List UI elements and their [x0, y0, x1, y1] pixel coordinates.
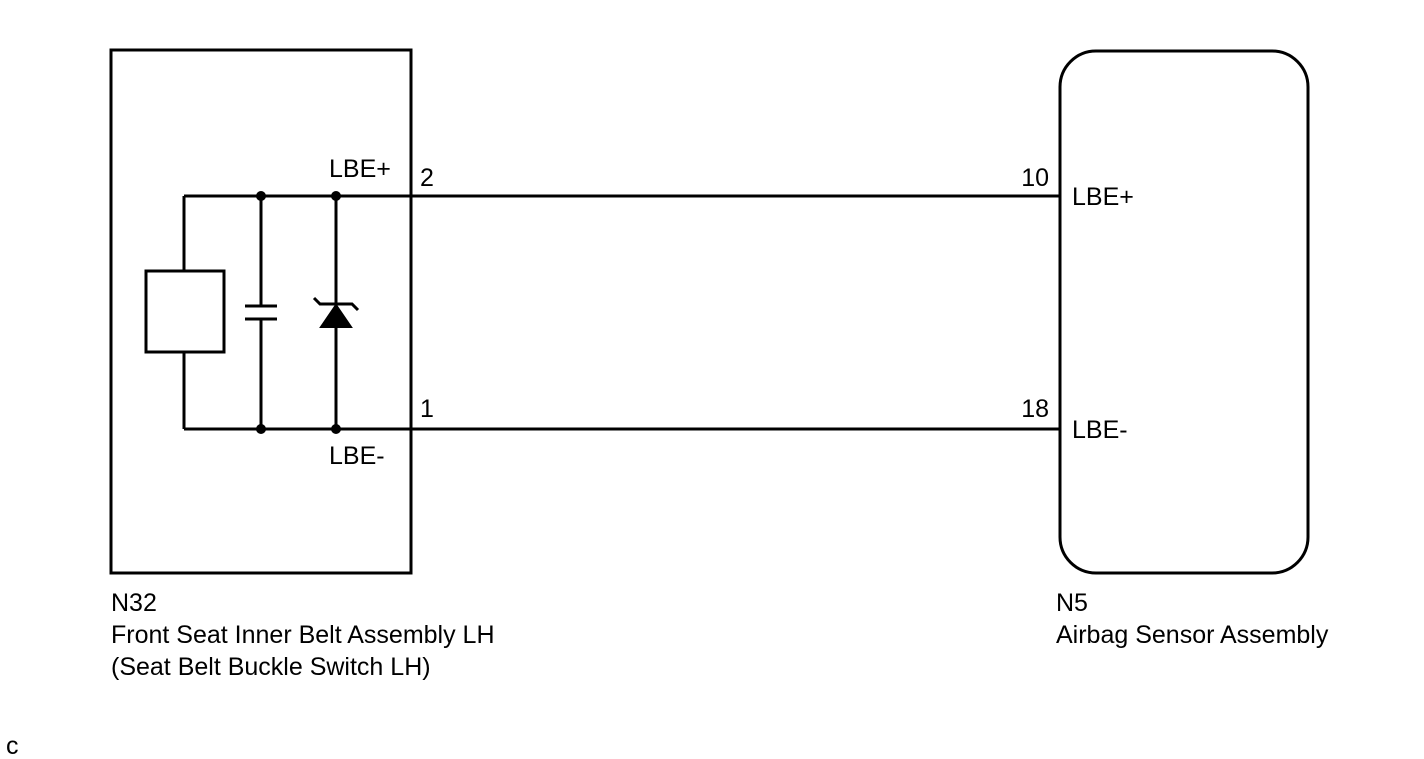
left-pin-bottom-label: LBE- — [329, 442, 385, 470]
right-pin-bottom-label: LBE- — [1072, 416, 1128, 444]
left-component-subname: (Seat Belt Buckle Switch LH) — [111, 653, 431, 681]
left-component-box — [109, 48, 413, 575]
right-pin-top-label: LBE+ — [1072, 183, 1134, 211]
left-component-code: N32 — [111, 589, 157, 617]
left-component-name: Front Seat Inner Belt Assembly LH — [111, 621, 495, 649]
corner-mark: c — [6, 732, 19, 759]
right-component-box — [1058, 49, 1310, 575]
junction-dot — [256, 191, 266, 201]
internal-circuit — [144, 191, 411, 434]
zener-bar — [312, 296, 360, 312]
right-component-code: N5 — [1056, 589, 1088, 617]
junction-dot — [331, 424, 341, 434]
switch-element — [144, 269, 226, 354]
zener-diode-icon — [319, 303, 353, 328]
right-pin-bottom-number: 18 — [1021, 395, 1049, 423]
left-pin-top-number: 2 — [420, 164, 434, 192]
junction-dot — [331, 191, 341, 201]
right-component-name: Airbag Sensor Assembly — [1056, 621, 1329, 649]
junction-dot — [256, 424, 266, 434]
left-pin-top-label: LBE+ — [329, 155, 391, 183]
left-pin-bottom-number: 1 — [420, 395, 434, 423]
right-pin-top-number: 10 — [1021, 164, 1049, 192]
